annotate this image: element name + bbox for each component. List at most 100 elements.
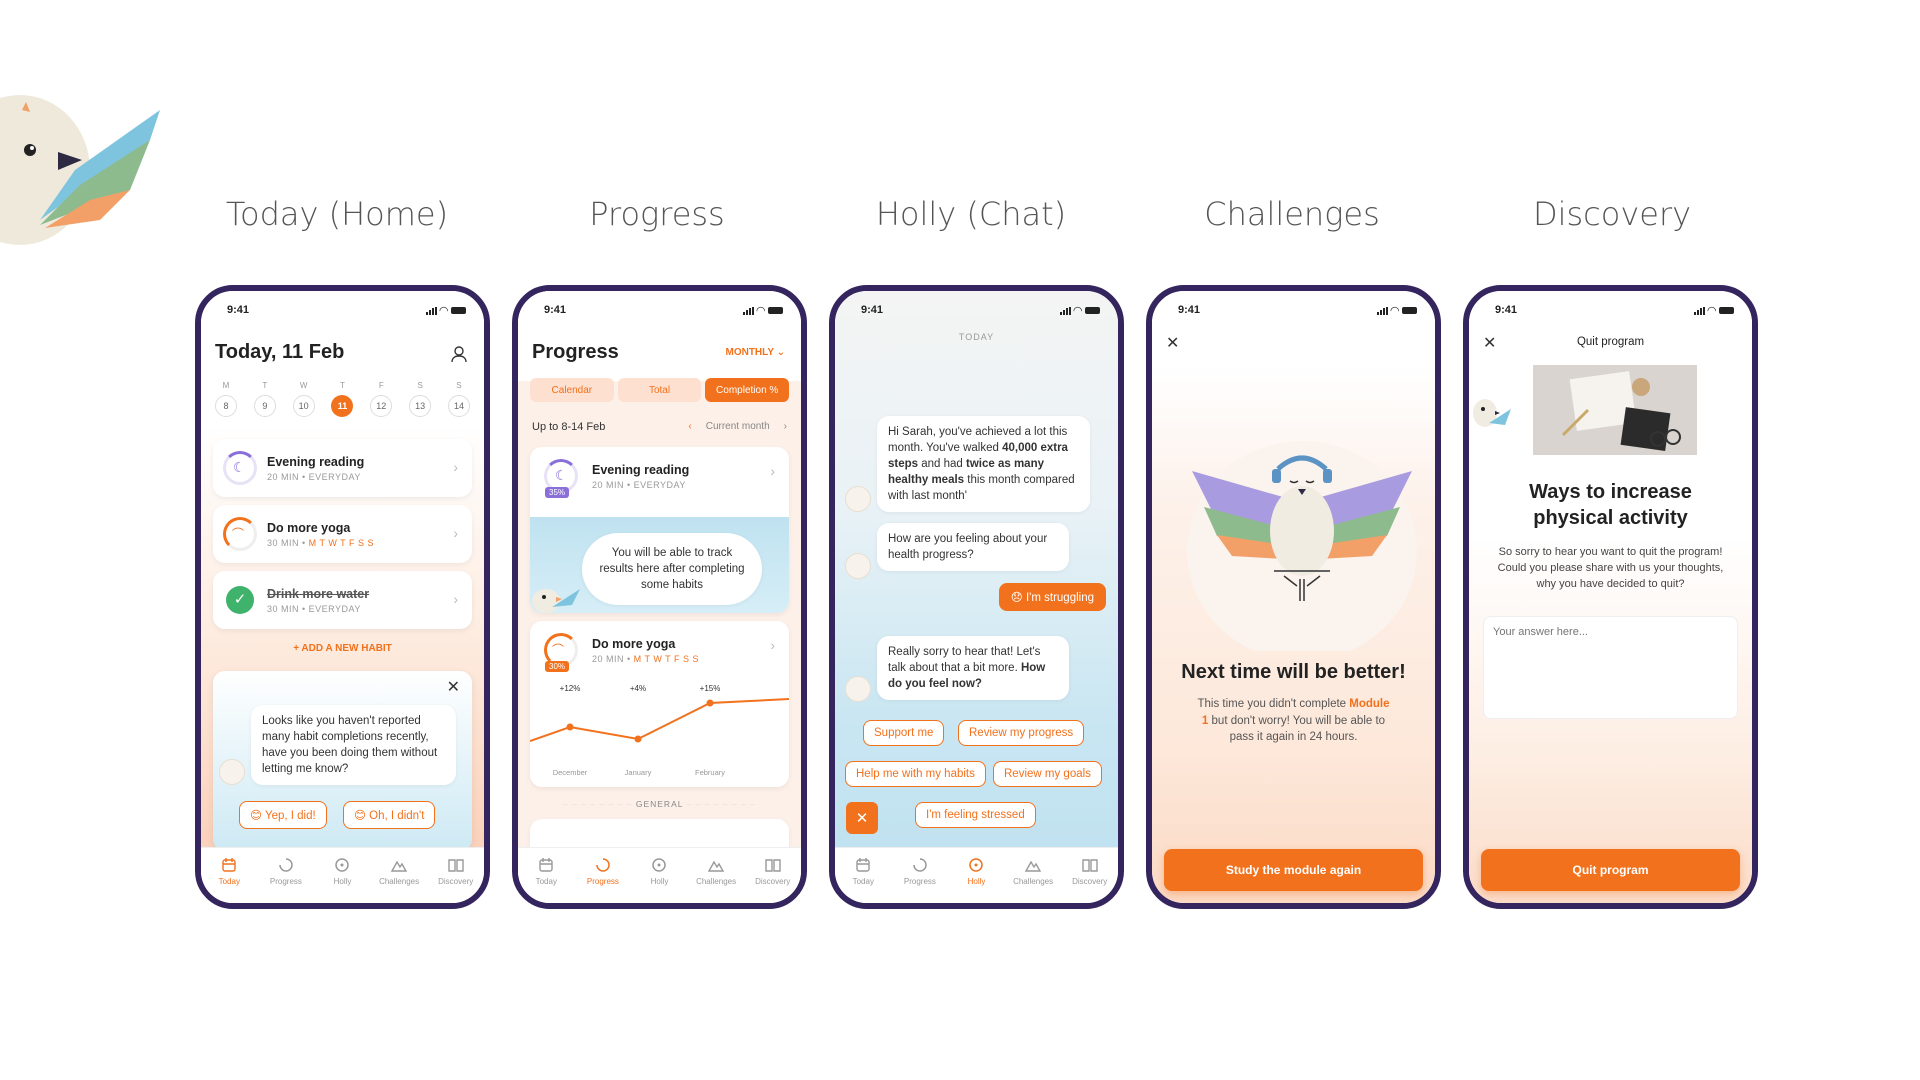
completion-badge: 30% (545, 661, 570, 672)
wifi-icon: ◠ (439, 305, 448, 317)
quit-program-button[interactable]: Quit program (1481, 849, 1740, 891)
segment-calendar[interactable]: Calendar (530, 378, 614, 402)
habit-title: Do more yoga (592, 637, 676, 651)
tab-discovery[interactable]: Discovery (431, 856, 481, 886)
screen-title-today: Today (Home) (225, 195, 449, 233)
bird-mascot-illustration (532, 589, 580, 613)
result-body: This time you didn't complete Module 1 b… (1197, 698, 1390, 744)
tab-today[interactable]: Today (838, 856, 888, 886)
screen-title-discovery: Discovery (1532, 195, 1692, 233)
battery-icon (1719, 307, 1734, 314)
tab-discovery[interactable]: Discovery (1065, 856, 1115, 886)
x-tick-label: February (695, 768, 725, 777)
chevron-left-icon[interactable]: ‹ (688, 421, 692, 432)
yes-i-did-button[interactable]: 😊 Yep, I did! (239, 801, 327, 829)
answer-textarea[interactable] (1483, 616, 1738, 719)
chat-message-holly: How are you feeling about your health pr… (877, 523, 1069, 572)
tab-label: Progress (269, 877, 302, 886)
day-letter: T (340, 381, 345, 390)
segment-completion[interactable]: Completion % (705, 378, 790, 402)
moon-icon: ☾ (233, 459, 246, 475)
battery-icon (768, 307, 783, 314)
status-bar: 9:41◠ (201, 291, 484, 319)
screen-title-challenges: Challenges (1204, 195, 1380, 233)
discovery-book-icon (447, 859, 464, 872)
habit-days: M T W T F S S (633, 654, 700, 664)
progress-ring-icon (913, 858, 927, 872)
series-line (530, 698, 789, 742)
tab-progress[interactable]: Progress (895, 856, 945, 886)
habit-title: Evening reading (267, 455, 365, 469)
quick-reply-review-goals[interactable]: Review my goals (993, 761, 1102, 787)
challenges-mountain-icon (1024, 860, 1042, 872)
meditating-bird-illustration (1187, 441, 1417, 651)
close-icon[interactable]: ✕ (1483, 335, 1497, 352)
holly-popup: ✕ Looks like you haven't reported many h… (213, 671, 472, 851)
tab-challenges[interactable]: Challenges (374, 856, 424, 886)
profile-icon[interactable] (450, 345, 468, 363)
holly-chat-icon (335, 858, 350, 872)
chevron-right-icon: › (453, 591, 458, 607)
module-link[interactable]: Module 1 (1201, 698, 1390, 727)
close-icon[interactable]: ✕ (446, 679, 460, 696)
wifi-icon: ◠ (1073, 305, 1082, 317)
phone-holly-chat: 9:41◠ TODAY Hi Sarah, you've achieved a … (829, 285, 1124, 909)
day-number: 12 (370, 395, 393, 417)
status-bar: 9:41◠ (835, 291, 1118, 319)
current-month-label: Current month (705, 421, 770, 432)
close-icon[interactable]: ✕ (846, 802, 878, 834)
period-dropdown[interactable]: MONTHLY ⌄ (725, 347, 785, 358)
tab-label: Today (852, 877, 874, 886)
tab-label: Progress (586, 877, 619, 886)
habit-schedule: 20 MIN • EVERYDAY (267, 472, 361, 482)
habit-duration: 20 MIN • (592, 654, 634, 664)
day-letter: W (299, 381, 308, 390)
segment-total[interactable]: Total (617, 378, 702, 402)
tab-label: Challenges (1013, 877, 1054, 886)
no-i-didnt-button[interactable]: 😊 Oh, I didn't (343, 801, 436, 829)
phone-progress: 9:41◠ Progress MONTHLY ⌄ Calendar Total … (512, 285, 807, 909)
quick-reply-review-progress[interactable]: Review my progress (958, 720, 1085, 746)
chat-message-user: 😞 I'm struggling (998, 583, 1106, 611)
calendar-icon (222, 858, 236, 872)
tab-progress[interactable]: Progress (261, 856, 311, 886)
tab-holly[interactable]: Holly (317, 856, 367, 886)
tab-today[interactable]: Today (521, 856, 571, 886)
status-bar: 9:41◠ (1469, 291, 1752, 319)
challenges-mountain-icon (707, 860, 725, 872)
tab-progress[interactable]: Progress (578, 856, 628, 886)
status-bar: 9:41◠ (518, 291, 801, 319)
chevron-right-icon[interactable]: › (783, 421, 787, 432)
tab-holly[interactable]: Holly (634, 856, 684, 886)
quick-reply-help-habits[interactable]: Help me with my habits (845, 761, 986, 787)
bird-mascot-illustration (0, 95, 160, 245)
calendar-icon (539, 858, 553, 872)
chat-message-holly: Hi Sarah, you've achieved a lot this mon… (877, 416, 1090, 513)
tab-discovery[interactable]: Discovery (748, 856, 798, 886)
quick-reply-support-me[interactable]: Support me (863, 720, 945, 746)
quick-reply-feeling-stressed[interactable]: I'm feeling stressed (915, 802, 1036, 828)
tab-today[interactable]: Today (204, 856, 254, 886)
tab-challenges[interactable]: Challenges (1008, 856, 1058, 886)
close-icon[interactable]: ✕ (1166, 335, 1180, 352)
data-point (706, 699, 714, 707)
study-module-again-button[interactable]: Study the module again (1164, 849, 1423, 891)
tab-holly[interactable]: Holly (951, 856, 1001, 886)
tab-label: Challenges (379, 877, 420, 886)
add-habit-link[interactable]: + ADD A NEW HABIT (293, 643, 392, 654)
tab-challenges[interactable]: Challenges (691, 856, 741, 886)
